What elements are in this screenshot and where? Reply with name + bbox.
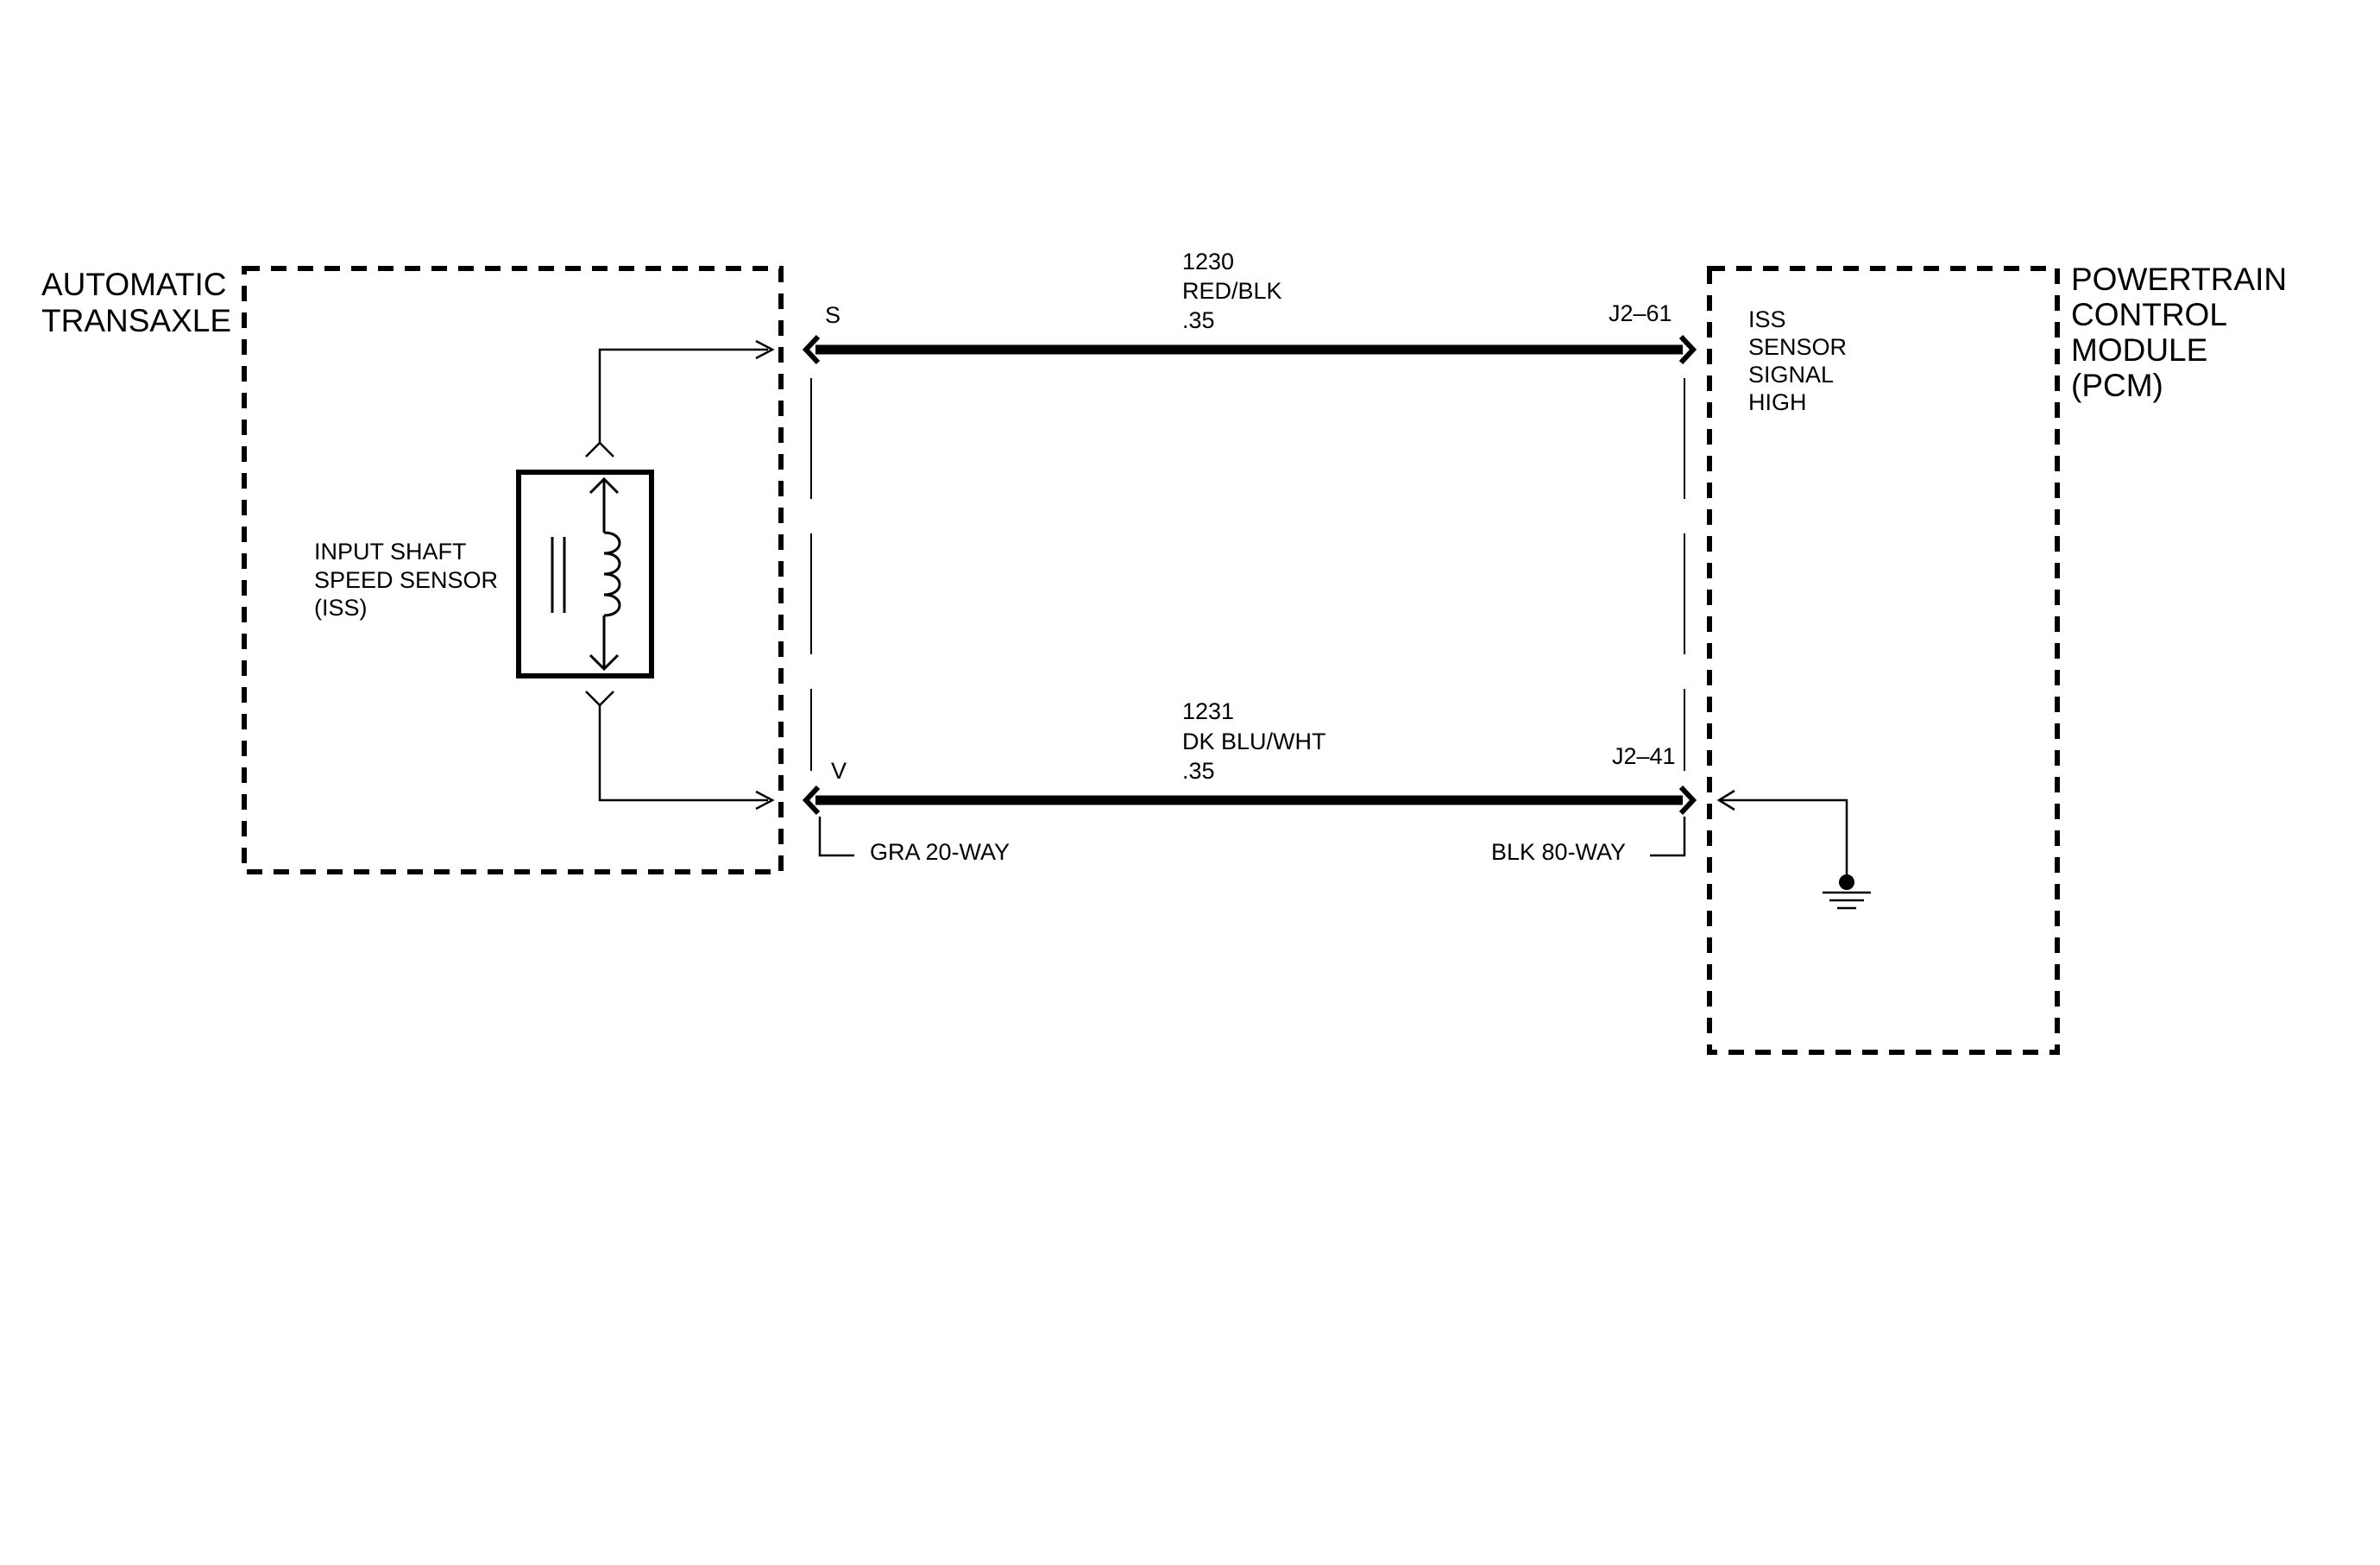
pcm-title-line3: MODULE <box>2071 332 2207 368</box>
pcm-signal-line1: ISS <box>1748 306 1786 332</box>
sensor-label-line3: (ISS) <box>314 595 368 621</box>
terminal-arrow <box>589 653 620 672</box>
connector-leader <box>818 817 854 857</box>
wire-end-connector <box>802 334 821 365</box>
pcm-title-line2: CONTROL <box>2071 297 2227 332</box>
wire2-color: DK BLU/WHT <box>1182 729 1326 754</box>
transaxle-title-line1: AUTOMATIC <box>41 267 226 302</box>
transaxle-boundary <box>242 266 784 874</box>
pcm-boundary <box>1707 266 2060 1055</box>
terminal-chevron <box>585 691 614 707</box>
transaxle-title-line2: TRANSAXLE <box>41 303 231 338</box>
wire2-circuit: 1231 <box>1182 698 1234 724</box>
pin-s: S <box>825 302 841 328</box>
wire1-circuit: 1230 <box>1182 249 1234 275</box>
blk-connector-label: BLK 80-WAY <box>1491 839 1626 865</box>
sensor-label-line1: INPUT SHAFT <box>314 539 467 565</box>
sensor-label-line2: SPEED SENSOR <box>314 567 498 593</box>
wire-end-connector <box>1678 785 1697 816</box>
pin-j2-61: J2–61 <box>1609 300 1672 326</box>
wire2-gauge: .35 <box>1182 758 1215 784</box>
terminal-chevron <box>585 441 614 458</box>
ground-icon <box>1823 874 1871 910</box>
wire-end-connector <box>1678 334 1697 365</box>
pcm-title-line4: (PCM) <box>2071 368 2163 403</box>
connector-arrow <box>755 790 775 811</box>
coil-icon <box>603 531 621 617</box>
wire1-gauge: .35 <box>1182 307 1215 333</box>
sensor-box <box>516 470 654 678</box>
connector-leader <box>1650 817 1686 857</box>
wire-end-connector <box>802 785 821 816</box>
sensor-lead-bottom <box>598 704 768 802</box>
pin-v: V <box>831 758 847 784</box>
pcm-input-arrow <box>1716 789 1735 811</box>
pcm-signal-line3: SIGNAL <box>1748 362 1834 388</box>
pin-j2-41: J2–41 <box>1612 743 1676 769</box>
connector-arrow <box>755 339 775 360</box>
terminal-arrow <box>589 476 620 495</box>
pcm-input-lead <box>1719 798 1848 882</box>
sensor-lead-top <box>598 348 768 445</box>
gra-connector-label: GRA 20-WAY <box>870 839 1010 865</box>
wire1-color: RED/BLK <box>1182 278 1282 304</box>
pcm-signal-line2: SENSOR <box>1748 334 1847 360</box>
input-shaft-speed-sensor <box>516 470 654 678</box>
pcm-signal-line4: HIGH <box>1748 389 1807 415</box>
pcm-title-line1: POWERTRAIN <box>2071 262 2287 297</box>
